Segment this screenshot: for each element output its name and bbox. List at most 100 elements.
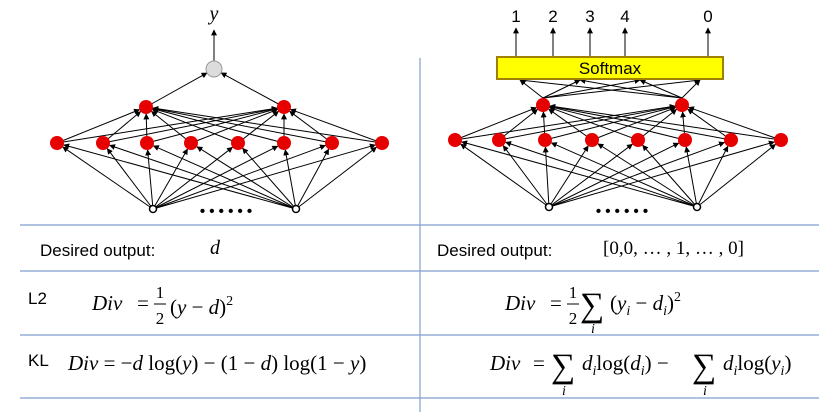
connection-arrow <box>290 108 383 144</box>
connection-arrow <box>152 105 383 144</box>
connection-arrow <box>152 144 326 210</box>
neuron <box>448 133 462 147</box>
right-input-ellipsis: • • • • • • <box>596 203 648 220</box>
svg-text:=: = <box>137 291 149 315</box>
connection-arrow <box>548 143 633 208</box>
neuron <box>139 100 153 114</box>
svg-text:i: i <box>562 384 566 399</box>
output-label-0: 0 <box>703 7 712 26</box>
svg-text:(y − d)2: (y − d)2 <box>170 294 233 319</box>
connection-arrow <box>190 108 279 144</box>
l2-row-label: L2 <box>28 289 47 308</box>
connection-arrow <box>56 105 278 144</box>
connection-arrow <box>152 145 297 210</box>
connection-arrow <box>639 79 683 99</box>
connection-arrow <box>549 105 686 141</box>
connection-arrow <box>152 146 233 210</box>
connection-arrow <box>454 103 676 141</box>
output-neuron <box>205 60 223 78</box>
connection-arrow <box>460 143 550 208</box>
neuron <box>631 133 645 147</box>
svg-text:i: i <box>703 384 707 399</box>
neuron <box>536 98 550 112</box>
svg-text:∑: ∑ <box>692 348 716 385</box>
svg-text:2: 2 <box>156 309 165 328</box>
connection-arrow <box>102 111 142 144</box>
softmax-box <box>496 56 724 80</box>
svg-text:(yi − di)2: (yi − di)2 <box>610 290 681 319</box>
connection-arrow <box>579 77 683 99</box>
left-network-diagram <box>50 29 389 214</box>
connection-arrow <box>542 79 581 99</box>
connection-arrow <box>519 77 683 99</box>
neuron <box>678 133 692 147</box>
connection-arrow <box>550 142 698 208</box>
neuron <box>50 136 64 150</box>
svg-text:Div: Div <box>91 291 123 315</box>
kl-row-label: KL <box>28 351 49 370</box>
right-network-diagram <box>448 27 788 212</box>
svg-text:Div: Div <box>489 351 521 375</box>
neuron <box>774 133 788 147</box>
connection-arrow <box>544 105 676 141</box>
connection-arrow <box>548 145 589 208</box>
left-output-label: y <box>208 3 219 25</box>
connection-arrow <box>498 108 538 141</box>
connection-arrow <box>549 106 639 141</box>
connection-arrow <box>681 79 701 99</box>
connection-arrow <box>542 77 701 99</box>
l2-left-formula: Div = 1 2 (y − d)2 <box>91 283 233 328</box>
neuron <box>492 133 506 147</box>
connection-arrow <box>548 142 680 208</box>
desired-output-right-label: Desired output: <box>437 241 552 260</box>
neuron <box>184 136 198 150</box>
connection-arrow <box>242 147 297 210</box>
right-output-labels: 1 2 3 4 0 <box>511 7 712 26</box>
neuron <box>231 136 245 150</box>
svg-text:∑: ∑ <box>580 287 604 324</box>
neuron <box>96 136 110 150</box>
connection-arrow <box>151 108 239 144</box>
neuron <box>325 136 339 150</box>
connection-arrow <box>145 149 154 210</box>
output-label-3: 3 <box>585 7 594 26</box>
neuron <box>538 133 552 147</box>
connection-arrow <box>688 106 782 141</box>
output-label-1: 1 <box>511 7 520 26</box>
svg-text:dilog(yi): dilog(yi) <box>723 351 791 379</box>
connection-arrow <box>591 106 677 141</box>
svg-text:Div: Div <box>504 291 536 315</box>
connection-arrow <box>295 148 330 210</box>
connection-arrow <box>548 140 775 208</box>
connection-arrow <box>109 144 297 210</box>
connection-arrow <box>549 104 732 141</box>
output-label-2: 2 <box>548 7 557 26</box>
neuron <box>277 100 291 114</box>
connection-arrow <box>106 148 154 210</box>
connection-arrow <box>220 72 285 108</box>
connection-arrow <box>498 104 676 141</box>
connection-arrow <box>150 110 192 144</box>
connection-arrow <box>152 143 376 210</box>
connection-arrow <box>548 108 593 141</box>
desired-output-left-value: d <box>210 237 221 259</box>
svg-text:dilog(di) −: dilog(di) − <box>582 351 669 379</box>
connection-arrow <box>56 108 141 144</box>
connection-arrow <box>519 79 544 99</box>
kl-left-formula: Div = −d log(y) − (1 − d) log(1 − y) <box>67 351 366 375</box>
connection-arrow <box>502 145 550 208</box>
softmax-label: Softmax <box>579 59 642 78</box>
connection-arrow <box>152 106 333 144</box>
connection-arrow <box>696 143 776 208</box>
svg-text:=: = <box>550 291 562 315</box>
connection-arrow <box>152 145 279 210</box>
connection-arrow <box>684 146 698 208</box>
connection-arrow <box>454 106 538 141</box>
connection-arrow <box>62 146 154 210</box>
connection-arrow <box>548 141 725 208</box>
connection-arrow <box>146 107 278 144</box>
svg-text:2: 2 <box>569 309 578 328</box>
input-node <box>692 202 702 212</box>
neuron <box>675 98 689 112</box>
input-node <box>291 204 301 214</box>
